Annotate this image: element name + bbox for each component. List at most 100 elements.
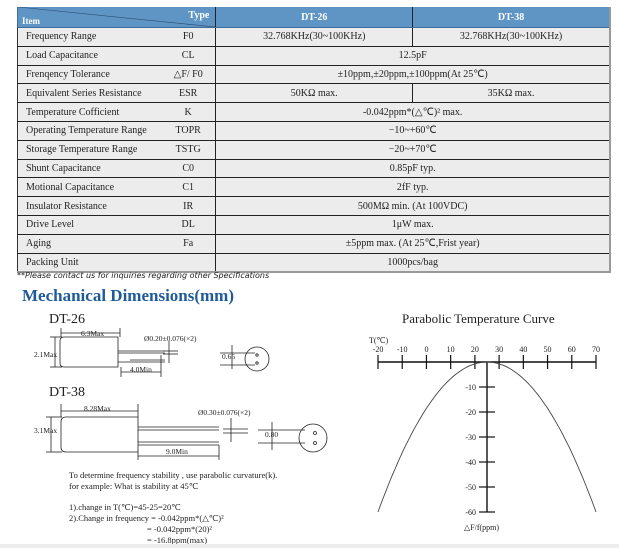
table-row: Frenqency Tolerance△F/ F0±10ppm,±20ppm,±… xyxy=(17,65,612,85)
dt38-body xyxy=(60,416,139,453)
row-item-label: Shunt Capacitance xyxy=(17,159,162,179)
row-shared-value: 2fF typ. xyxy=(215,177,612,198)
x-tick-label: 20 xyxy=(471,345,479,354)
inquiry-note: **Please contact us for inquiries regard… xyxy=(17,271,270,280)
x-tick-label: 30 xyxy=(495,345,503,354)
dt26-header: DT-26 xyxy=(215,7,413,28)
type-header: Type xyxy=(188,10,210,21)
row-type-symbol: K xyxy=(161,102,216,122)
diagonal-divider xyxy=(18,7,216,27)
dt26-lead: 4.0Min xyxy=(130,365,152,374)
dt38-label: DT-38 xyxy=(49,385,86,400)
row-shared-value: 1000pcs/bag xyxy=(215,253,612,274)
row-item-label: Motional Capacitance xyxy=(17,177,162,198)
section-title: Mechanical Dimensions(mm) xyxy=(22,286,235,305)
row-item-label: Operating Temperature Range xyxy=(17,121,162,141)
row-dt38-value: 35KΩ max. xyxy=(412,83,612,104)
row-shared-value: ±5ppm max. (At 25℃,Frist year) xyxy=(215,234,612,254)
dt26-length: 6.3Max xyxy=(81,329,105,338)
row-shared-value: ±10ppm,±20ppm,±100ppm(At 25℃) xyxy=(215,65,612,85)
explanation-line-1: To determine frequency stability , use p… xyxy=(69,470,278,480)
x-tick-label: 50 xyxy=(544,345,552,354)
dt26-pitch: 0.65 xyxy=(222,352,236,361)
row-item-label: Frequency Range xyxy=(17,27,162,47)
row-dt26-value: 50KΩ max. xyxy=(215,83,413,104)
dt38-header: DT-38 xyxy=(412,7,612,28)
dt38-pitch: 0.80 xyxy=(265,430,279,439)
explanation-line-2: for example: What is stability at 45℃ xyxy=(69,481,199,491)
row-item-label: Equivalent Series Resistance xyxy=(17,83,162,104)
row-dt26-value: 32.768KHz(30~100KHz) xyxy=(215,27,413,47)
row-type-symbol: Fa xyxy=(161,234,216,254)
row-type-symbol: DL xyxy=(161,215,216,235)
row-dt38-value: 32.768KHz(30~100KHz) xyxy=(412,27,612,47)
table-header-row: Item Type DT-26 DT-38 xyxy=(16,7,612,28)
y-tick-label: -60 xyxy=(465,508,476,517)
y-axis-label: △F/f(ppm) xyxy=(464,523,499,532)
explanation-step-1: 1).change in T(℃)=45-25=20℃ xyxy=(69,502,181,512)
row-shared-value: −20~+70℃ xyxy=(215,140,612,160)
dt26-label: DT-26 xyxy=(49,312,86,327)
x-tick-label: -10 xyxy=(397,345,408,354)
chart-title: Parabolic Temperature Curve xyxy=(402,311,555,326)
y-tick-label: -40 xyxy=(465,458,476,467)
x-axis-label: T(℃) xyxy=(369,336,389,345)
y-tick-label: -50 xyxy=(465,483,476,492)
row-type-symbol: C0 xyxy=(161,159,216,179)
row-type-symbol: C1 xyxy=(161,177,216,198)
item-header: Item xyxy=(22,16,40,26)
x-tick-label: -20 xyxy=(373,345,384,354)
row-type-symbol: TSTG xyxy=(161,140,216,160)
row-shared-value: 0.85pF typ. xyxy=(215,159,612,179)
row-shared-value: 12.5pF xyxy=(215,46,612,66)
row-type-symbol: ESR xyxy=(161,83,216,104)
y-tick-label: -20 xyxy=(465,408,476,417)
row-type-symbol xyxy=(161,253,216,274)
x-tick-label: 60 xyxy=(568,345,576,354)
row-type-symbol: CL xyxy=(161,46,216,66)
row-shared-value: −10~+60℃ xyxy=(215,121,612,141)
explanation-step-3: = -0.042ppm*(20)² xyxy=(147,524,212,534)
row-item-label: Packing Unit xyxy=(17,253,162,274)
dt26-drawing xyxy=(50,328,270,377)
row-shared-value: 500MΩ min. (At 100VDC) xyxy=(215,196,612,216)
row-type-symbol: △F/ F0 xyxy=(161,65,216,85)
dt38-length: 8.28Max xyxy=(84,404,111,413)
row-item-label: Drive Level xyxy=(17,215,162,235)
row-item-label: Storage Temperature Range xyxy=(17,140,162,160)
x-tick-label: 40 xyxy=(519,345,527,354)
explanation-step-2: 2).Change in frequency = -0.042ppm*(△℃)² xyxy=(69,513,224,523)
row-item-label: Temperature Cofficient xyxy=(17,102,162,122)
dt38-drawing xyxy=(46,404,328,460)
row-type-symbol: F0 xyxy=(161,27,216,47)
table-row: Packing Unit 1000pcs/bag xyxy=(17,253,612,274)
row-type-symbol: TOPR xyxy=(161,121,216,141)
dt26-body xyxy=(59,336,119,368)
explanation-step-4: = -16.8ppm(max) xyxy=(147,535,208,545)
row-shared-value: 1μW max. xyxy=(215,215,612,235)
row-item-label: Load Capacitance xyxy=(17,46,162,66)
dt38-wire: Ø0.30±0.076(×2) xyxy=(198,408,251,417)
dt38-lead: 9.0Min xyxy=(166,447,188,456)
x-tick-label: 0 xyxy=(424,345,428,354)
parabolic-curve-series xyxy=(377,361,597,513)
item-type-header: Item Type xyxy=(16,7,216,28)
y-tick-label: -30 xyxy=(465,433,476,442)
dt26-height: 2.1Max xyxy=(34,350,58,359)
x-tick-label: 10 xyxy=(447,345,455,354)
row-item-label: Aging xyxy=(17,234,162,254)
row-shared-value: -0.042ppm*(△℃)² max. xyxy=(215,102,612,122)
y-tick-label: -10 xyxy=(465,383,476,392)
